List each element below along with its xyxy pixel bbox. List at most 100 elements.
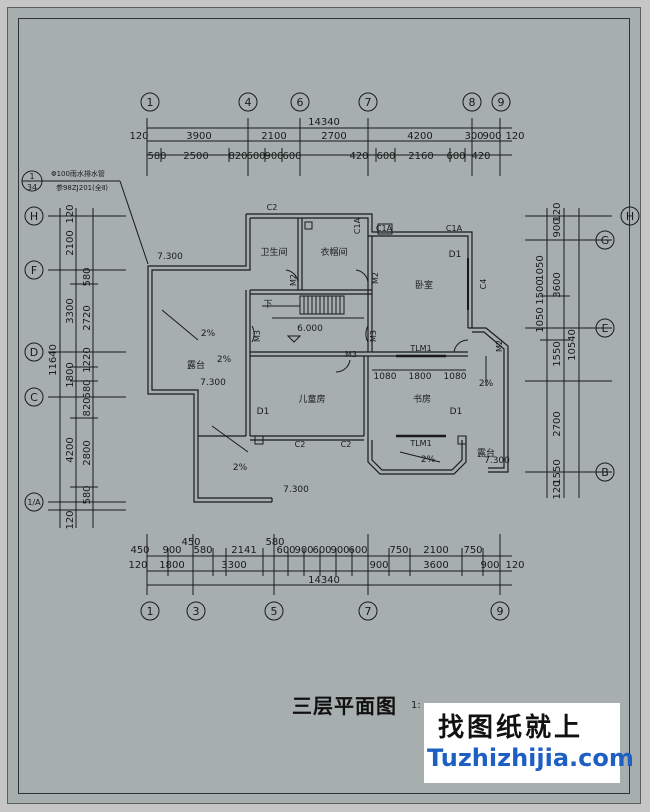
axis-right-G: G <box>601 234 610 247</box>
dim-bot-r2-5: 900 <box>480 560 499 571</box>
room-kids: 儿童房 <box>298 393 325 405</box>
dim-bot-r1-10: 600 <box>348 545 367 556</box>
axis-top-9: 9 <box>498 96 505 109</box>
dim-bot-r1-0: 450 <box>130 545 149 556</box>
elev-stair: 6.000 <box>297 324 323 334</box>
win-c1a-1: C1A <box>376 224 393 233</box>
dim-right-total: 10540 <box>567 329 578 361</box>
dim-top-r2-0: 580 <box>147 151 166 162</box>
win-c2-kids-1: C2 <box>295 440 306 449</box>
win-c2-kids-2: C2 <box>341 440 352 449</box>
leader <box>21 170 487 463</box>
dim-left-i0: 580 <box>82 267 93 286</box>
dim-right-o1: 900 <box>552 218 563 237</box>
dim-bot-r1-1: 900 <box>162 545 181 556</box>
door-m2-bay: M2 <box>495 340 504 352</box>
watermark-en: Tuzhizhijia.com <box>427 744 634 772</box>
slope-bay: 2% <box>479 379 494 389</box>
fixtures <box>254 221 467 445</box>
win-c4: C4 <box>479 279 488 290</box>
axis-top-7: 7 <box>365 96 372 109</box>
dim-bot-r2-1: 1800 <box>159 560 184 571</box>
dim-bot-r1-2: 450 <box>181 537 200 548</box>
dim-right-o0: 120 <box>552 202 563 221</box>
dim-bot-r2-6: 120 <box>505 560 524 571</box>
dim-left-o4: 4200 <box>65 437 76 462</box>
dim-bot-r1-6: 600 <box>276 545 295 556</box>
dim-top-r2-4: 900 <box>264 151 283 162</box>
dim-top-r2-9: 600 <box>446 151 465 162</box>
drawing-frame <box>7 7 641 804</box>
room-terrace: 露台 <box>187 359 205 371</box>
axis-bottom-9: 9 <box>497 605 504 618</box>
study-w-right: 1080 <box>444 372 467 382</box>
dim-left-o0: 120 <box>65 204 76 223</box>
axis-top-4: 4 <box>245 96 252 109</box>
door-m2-bedroom: M2 <box>371 272 380 284</box>
dim-top-r2-8: 2160 <box>408 151 433 162</box>
dim-top-r2-2: 820 <box>228 151 247 162</box>
dim-left-i1: 2720 <box>82 305 93 330</box>
dim-bot-r2-0: 120 <box>128 560 147 571</box>
dim-bot-r1-8: 600 <box>312 545 331 556</box>
top-dimensions: 1 4 6 7 8 9 14340 120 3900 2100 2700 420… <box>129 92 525 176</box>
dim-left-i6: 580 <box>82 485 93 504</box>
elev-terrace-top: 7.300 <box>157 252 183 262</box>
dim-top-r2-6: 420 <box>349 151 368 162</box>
axis-top-1: 1 <box>147 96 154 109</box>
dim-right-o3: 1550 <box>552 341 563 366</box>
inner-border <box>18 18 630 794</box>
axis-right-E: E <box>602 322 609 335</box>
axis-left-F: F <box>31 264 37 277</box>
drawing-title: 三层平面图 <box>292 694 397 718</box>
dim-right-o6: 120 <box>552 480 563 499</box>
door-tlm1-top: TLM1 <box>409 344 431 353</box>
stair <box>262 295 364 343</box>
dim-top-r1-7: 120 <box>505 131 524 142</box>
right-dimensions: H G E B 10540 120 900 3600 1550 2700 155… <box>525 202 640 500</box>
axis-bottom-3: 3 <box>193 605 200 618</box>
axis-right-B: B <box>601 466 609 479</box>
dim-bot-r1-11: 750 <box>389 545 408 556</box>
detail-sheet: 34 <box>27 183 37 192</box>
dim-left-o5: 120 <box>65 510 76 529</box>
doors <box>251 258 469 438</box>
elev-terrace-right: 7.300 <box>484 456 510 466</box>
room-toilet: 卫生间 <box>260 246 287 258</box>
detail-number: 1 <box>29 172 34 181</box>
slope-terrace: 2% <box>201 329 216 339</box>
dim-left-total: 11640 <box>48 344 59 376</box>
room-terrace2: 露台 <box>477 447 495 459</box>
dim-bot-r2-3: 900 <box>369 560 388 571</box>
dim-right-o2: 3600 <box>552 272 563 297</box>
note-ref: 参98ZJ201(全Ⅱ) <box>56 183 108 192</box>
dim-top-r2-1: 2500 <box>183 151 208 162</box>
dim-bot-r1-7: 900 <box>294 545 313 556</box>
axis-left-D: D <box>30 346 38 359</box>
dim-right-i0: 1050 <box>535 255 546 280</box>
door-d1-kids: D1 <box>257 407 270 417</box>
dim-bot-r1-13: 750 <box>463 545 482 556</box>
axis-bottom-5: 5 <box>271 605 278 618</box>
room-closet: 衣帽间 <box>320 246 347 258</box>
dim-left-i4: 820 <box>82 397 93 416</box>
watermark-cn: 找图纸就上 <box>438 713 584 743</box>
door-d1-study: D1 <box>450 407 463 417</box>
dim-top-r2-5: 600 <box>282 151 301 162</box>
dim-left-i5: 2800 <box>82 440 93 465</box>
axis-bottom-7: 7 <box>365 605 372 618</box>
axis-right-H: H <box>626 210 634 223</box>
axis-left-1A: 1/A <box>27 498 41 507</box>
dim-top-total: 14340 <box>308 117 340 128</box>
dim-bot-r1-5: 580 <box>265 537 284 548</box>
dim-top-r1-4: 4200 <box>407 131 432 142</box>
drawing-scale: 1: <box>411 700 421 711</box>
elev-terrace-bottom: 7.300 <box>283 485 309 495</box>
dim-left-o2: 3300 <box>65 298 76 323</box>
elev-terrace-mid: 7.300 <box>200 378 226 388</box>
slope-study: 2% <box>421 455 436 465</box>
walls <box>147 213 509 503</box>
dim-bot-total: 14340 <box>308 575 340 586</box>
